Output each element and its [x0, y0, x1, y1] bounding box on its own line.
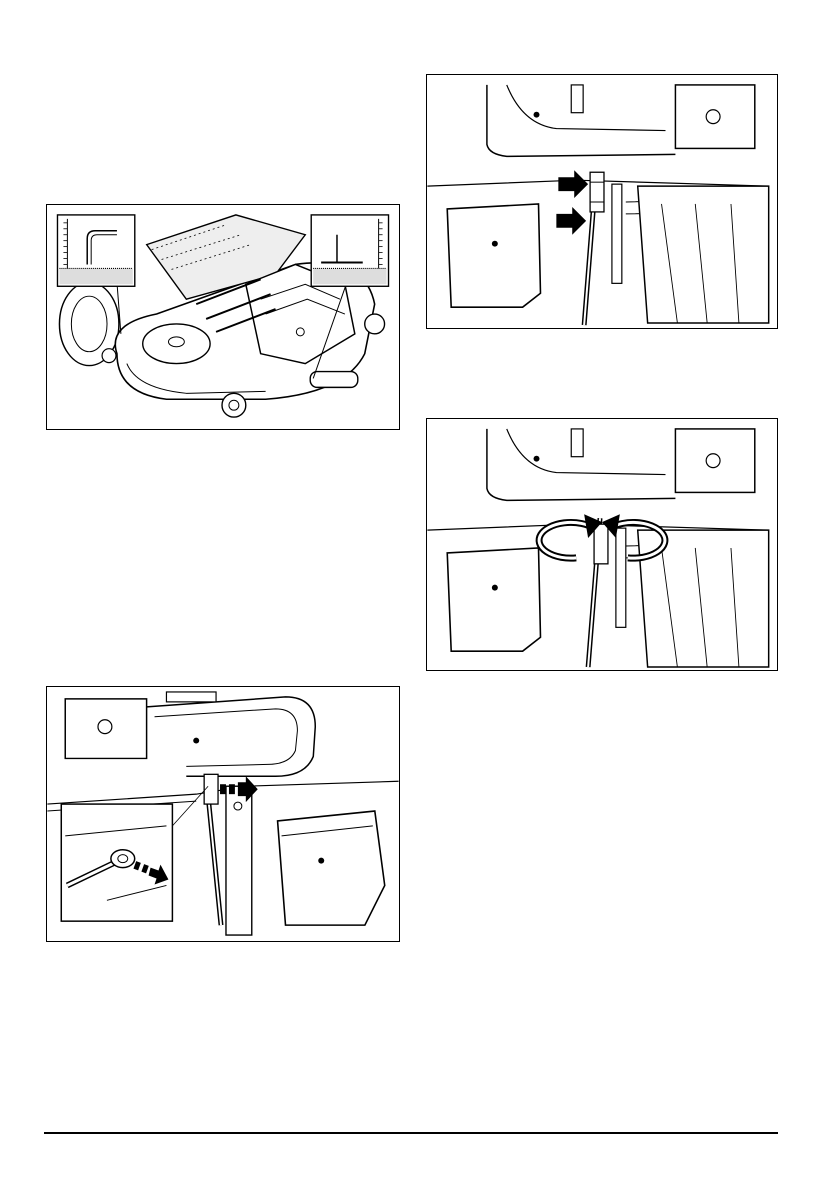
rotation-arrow-left	[539, 514, 602, 558]
figure-nut-location	[426, 74, 778, 329]
figure-rod-link	[46, 686, 400, 942]
anti-scalp-roller	[310, 372, 358, 388]
figure-deck-overview	[46, 204, 400, 430]
side-cover	[278, 811, 385, 925]
nut-rotation-illustration	[427, 419, 777, 670]
nut-location-illustration	[427, 75, 777, 328]
deck-overview-illustration	[47, 205, 399, 429]
footer-rule	[44, 1132, 778, 1134]
inset-right-height	[311, 215, 388, 286]
rod-link-illustration	[47, 687, 399, 941]
side-cover	[447, 204, 540, 307]
inset-left-height	[57, 215, 134, 286]
chassis-frame	[147, 697, 316, 776]
rod-clevis	[204, 774, 218, 804]
figure-nut-rotation	[426, 418, 778, 671]
adjustment-nuts	[594, 524, 608, 564]
pointer-arrow-upper-nut	[558, 170, 588, 198]
pointer-arrow-lower-nut	[556, 207, 586, 235]
inset-clevis-detail	[61, 804, 172, 921]
adjustment-nuts	[590, 172, 604, 212]
front-caster-right	[365, 314, 385, 334]
side-cover	[447, 548, 540, 651]
